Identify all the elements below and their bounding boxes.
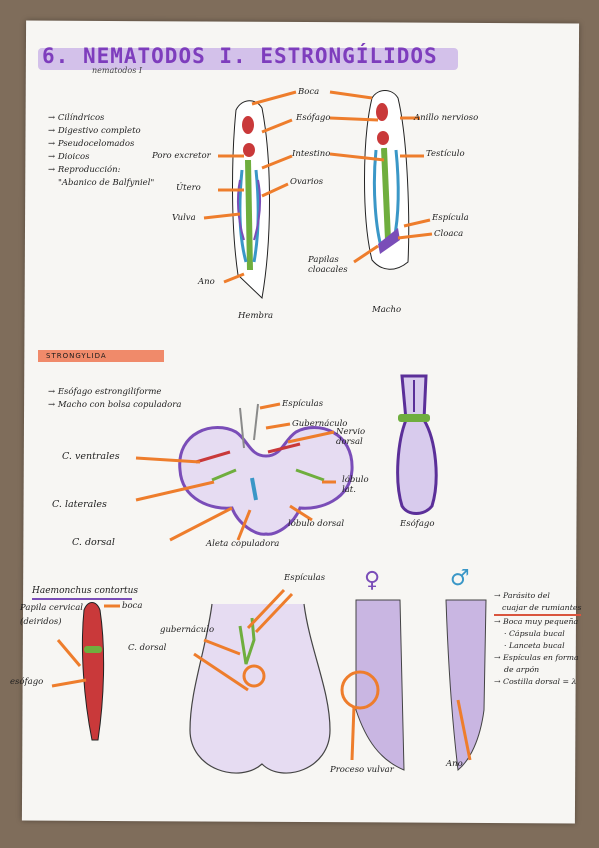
note-item: → Espículas en forma [494,653,579,662]
label-vulva: Vulva [172,213,196,223]
title-highlight [38,48,458,70]
label-ano-haem: Ano [446,759,463,769]
strongylida-point: → Macho con bolsa copuladora [48,400,182,410]
label-esofago-strong: Esófago [400,519,435,529]
strongylida-point: → Esófago estrongiliforme [48,387,162,397]
male-tail-drawing [445,599,487,771]
strongylida-points: → Esófago estrongiliforme → Macho con bo… [48,386,181,412]
bursa-side-leaders [193,588,294,692]
upper-leader-lines [203,90,433,284]
feature-item: → Reproducción: [48,165,121,175]
male-symbol-icon: ♂ [450,566,470,591]
label-gubernaculo-haem: gubernáculo [160,625,215,635]
haemonchus-notes: → Parásito del cuajar de rumiantes → Boc… [494,590,582,688]
bursa-leader-lines [135,402,336,542]
label-lobulo-dorsal: lóbulo dorsal [288,519,345,529]
label-c-dorsal: C. dorsal [72,537,115,548]
label-boca: Boca [298,87,320,97]
feature-item: "Abanico de Balfyniel" [58,178,155,188]
label-espiculas-bursa: Espículas [282,399,324,409]
label-boca-haem: boca [122,601,143,611]
label-gubernaculo: Gubernáculo [292,419,348,429]
label-proceso-vulvar: Proceso vulvar [330,765,394,775]
haemonchus-leader-lines [51,604,120,688]
label-utero: Útero [176,183,201,193]
label-c-laterales: C. laterales [52,499,107,510]
title-number: 6. [42,44,70,68]
label-papila: Papila cervical [20,603,83,613]
label-aleta: Aleta copuladora [206,539,280,549]
note-item: · Lanceta bucal [504,641,565,650]
label-cloaca: Cloaca [434,229,464,239]
label-anillo: Anillo nervioso [414,113,479,123]
feature-item: → Digestivo completo [48,126,141,136]
strongyliform-esophagus-drawing [396,374,438,515]
note-item: · Cápsula bucal [504,629,565,638]
feature-item: → Pseudocelomados [48,139,135,149]
note-item: de arpón [504,665,540,674]
feature-list: → Cilíndricos → Digestivo completo → Pse… [48,112,154,190]
female-symbol-icon: ♀ [364,568,381,593]
label-espiculas-haem: Espículas [284,573,326,583]
label-intestino: Intestino [292,149,331,159]
male-bursa-side-drawing [189,603,331,774]
label-papilas: Papilas cloacales [308,255,348,275]
label-testiculo: Testículo [426,149,465,159]
copulatory-bursa-drawing [178,403,354,536]
page-title: 6. NEMATODOS I. ESTRONGÍLIDOS [42,44,438,68]
haemonchus-title-underline [32,598,132,600]
label-ovarios: Ovarios [290,177,324,187]
label-ano: Ano [198,277,215,287]
haemonchus-drawing [81,602,105,741]
note-item: → Boca muy pequeña [494,617,579,626]
note-item: → Costilla dorsal = λ [494,677,577,686]
label-papila-sub: (deiridos) [20,617,62,627]
feature-item: → Cilíndricos [48,113,105,123]
section-heading-strongylida: STRONGYLIDA [38,350,164,362]
haemonchus-title: Haemonchus contortus [32,586,139,596]
note-item: → Parásito del [494,591,550,600]
label-nervio-dorsal: Nervio dorsal [336,427,366,447]
male-nematode-drawing [364,90,410,270]
label-hembra: Hembra [238,311,274,321]
label-esofago: Esófago [296,113,331,123]
title-overline: nematodos I [92,66,143,75]
label-espicula: Espícula [432,213,469,223]
label-esofago-haem: esófago [10,677,44,687]
label-c-ventrales: C. ventrales [62,451,120,462]
label-macho: Macho [372,305,402,315]
label-poro: Poro excretor [152,151,211,161]
female-tail-drawing [340,599,405,771]
feature-item: → Dioicos [48,152,90,162]
label-c-dorsal-haem: C. dorsal [128,643,167,653]
title-text: NEMATODOS I. ESTRONGÍLIDOS [82,44,438,68]
note-item: cuajar de rumiantes [494,602,582,616]
label-lobulo-lateral: lóbulo lat. [342,475,369,495]
